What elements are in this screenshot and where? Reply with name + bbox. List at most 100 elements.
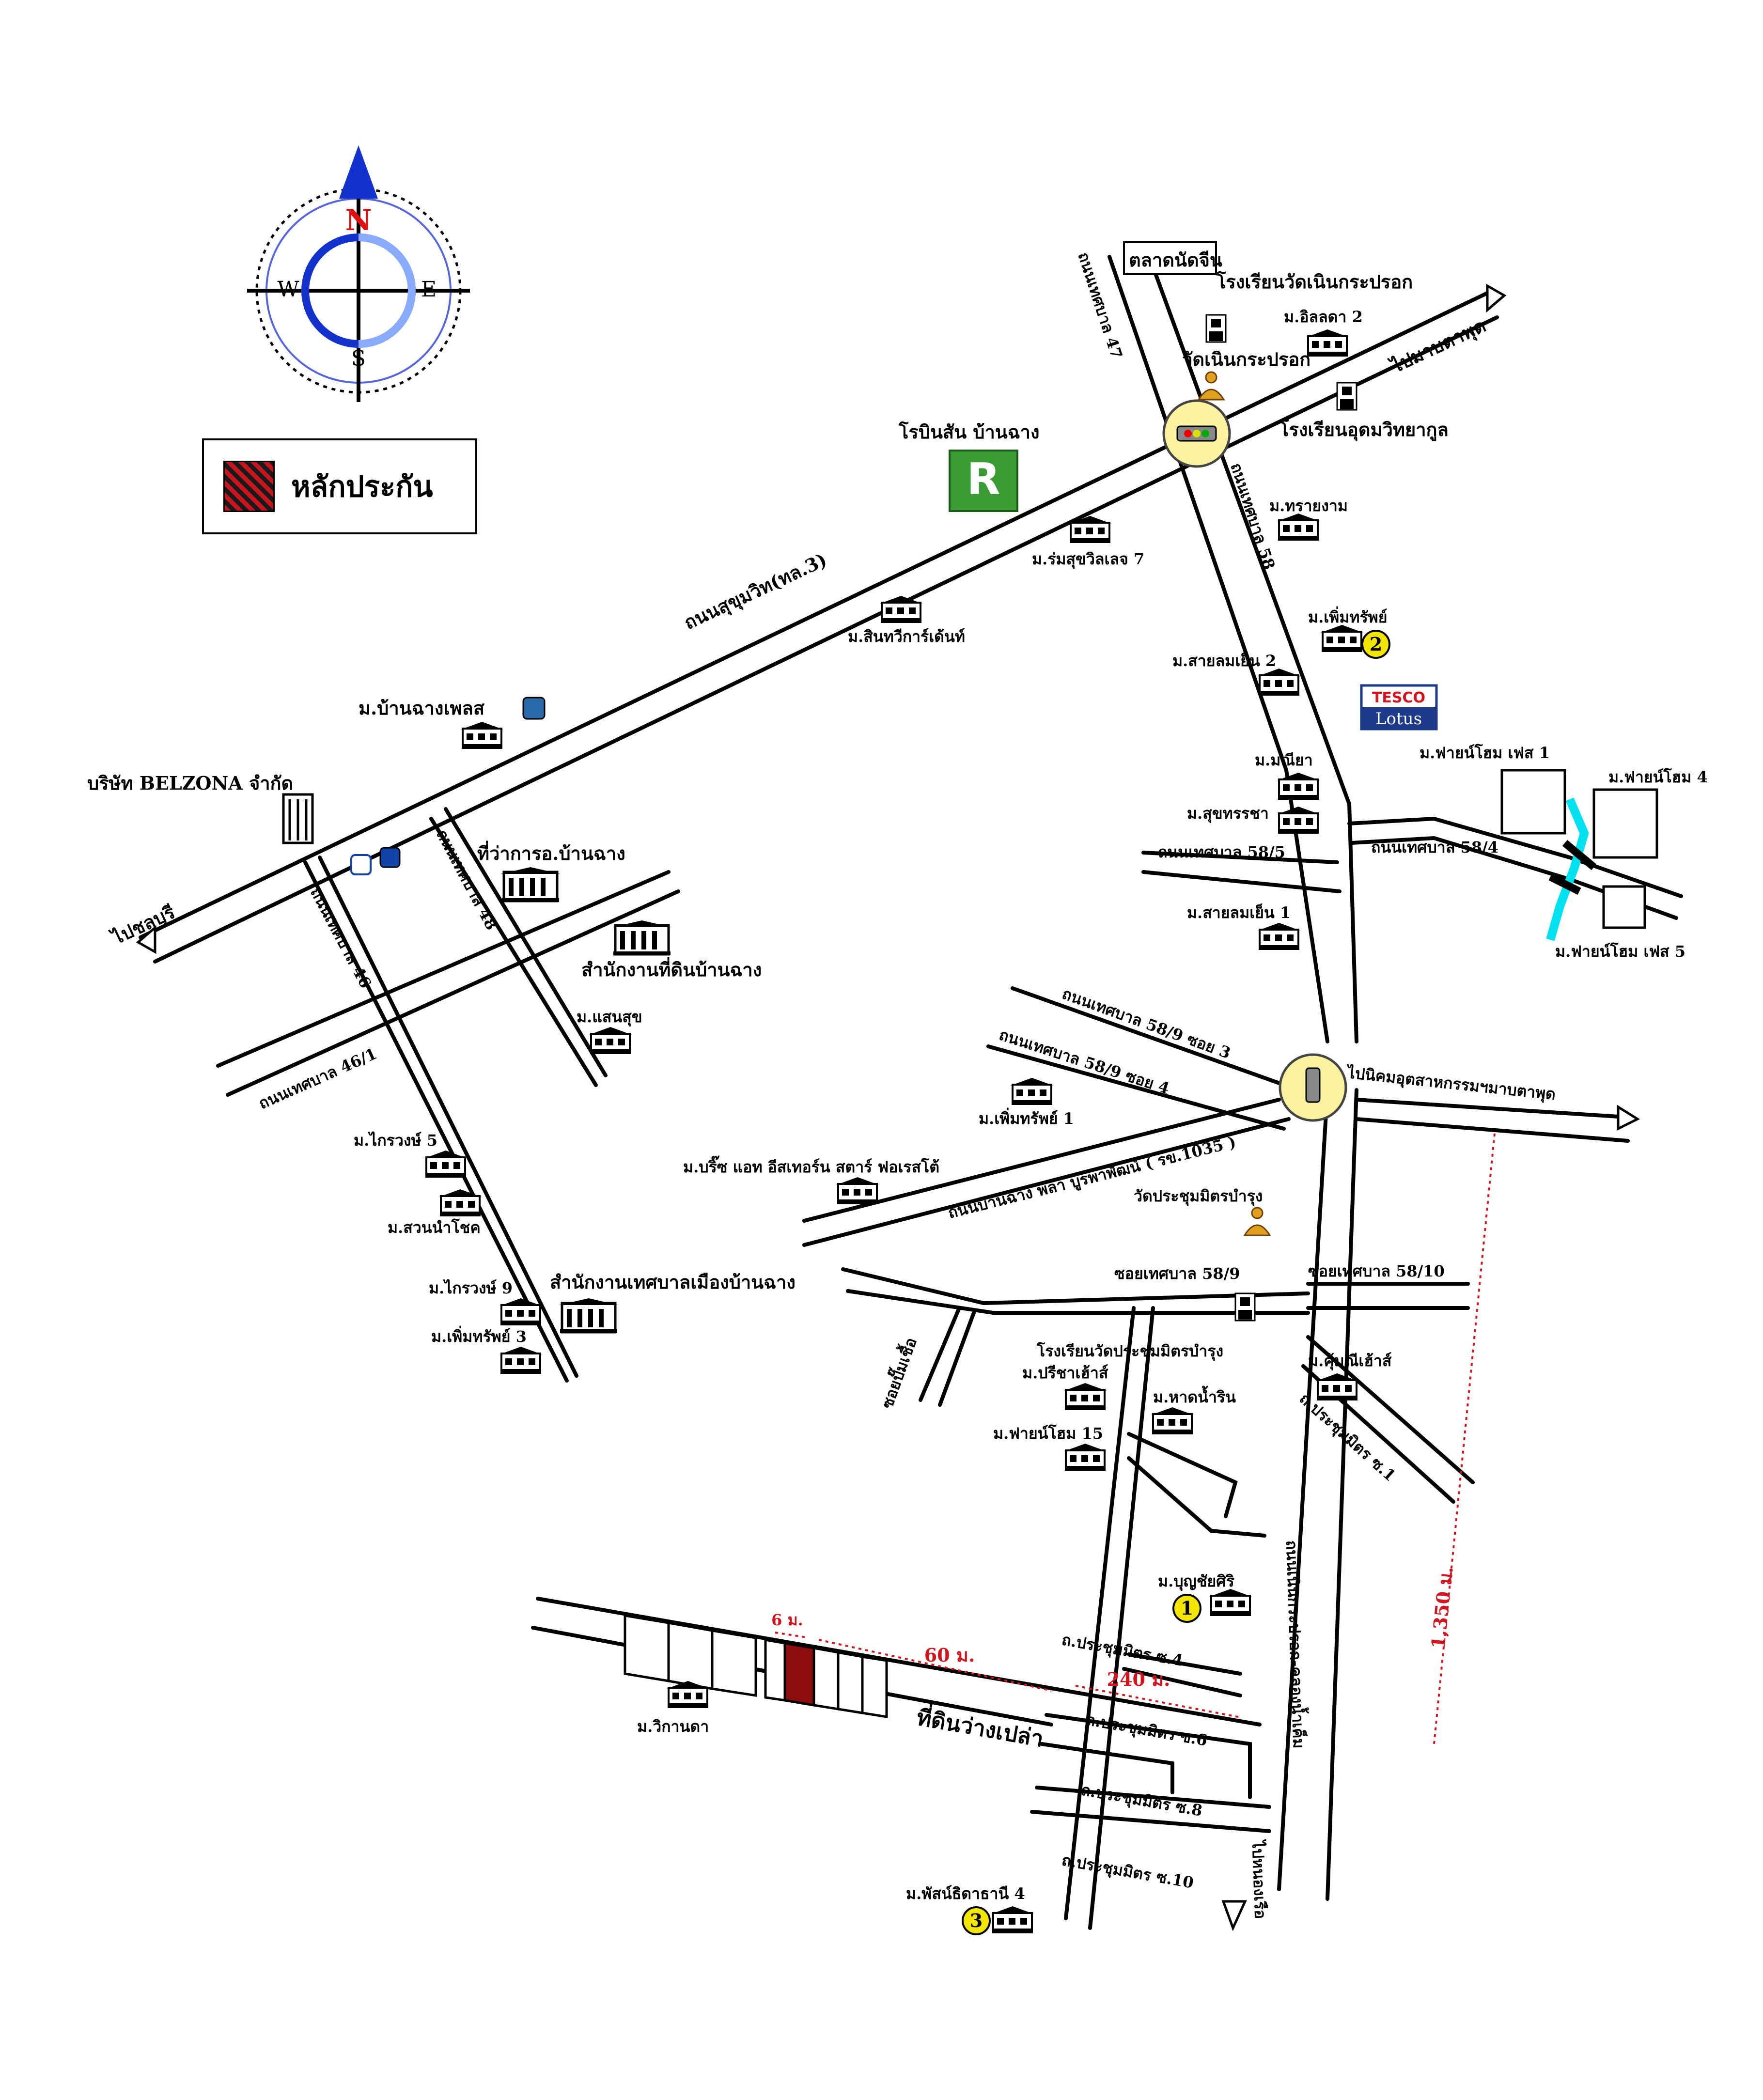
- label-road-prachum8: ถ.ประชุมมิตร ซ.8: [1079, 1780, 1203, 1820]
- label-m-suan: ม.สวนนำโชค: [388, 1218, 481, 1237]
- label-m-fine15: ม.ฟายน์โฮม 15: [993, 1424, 1103, 1443]
- bridge-lower: [1548, 873, 1581, 895]
- bank-icon: [522, 697, 546, 720]
- arrow-south: [1221, 1900, 1247, 1931]
- label-m-fine4: ม.ฟายน์โฮม 4: [1608, 768, 1708, 786]
- svg-text:3: 3: [970, 1910, 983, 1931]
- road-plaza-n: [802, 1098, 1281, 1223]
- belzona-tower-icon: [282, 793, 314, 844]
- compass-n: N: [345, 203, 372, 237]
- road-thetsaban58-b: [1347, 802, 1358, 1043]
- label-robinson: โรบินสัน บ้านฉาง: [898, 421, 1040, 443]
- arrow-chonburi: [136, 925, 156, 954]
- traffic-light-icon: [1305, 1067, 1321, 1103]
- label-m-sainam: ม.ทรายงาม: [1269, 497, 1348, 515]
- label-m-permsap1: ม.เพิ่มทรัพย์ 1: [979, 1107, 1074, 1128]
- label-road-soi-58-9: ซอยเทศบาล 58/9: [1114, 1264, 1240, 1283]
- label-road-58-5: ถนนเทศบาล 58/5: [1158, 843, 1285, 861]
- label-m-fine1: ม.ฟายน์โฮม เฟส 1: [1420, 744, 1550, 762]
- road-inner-r: [1088, 1306, 1155, 1930]
- label-m-krairuang5: ม.ไกรวงษ์ 5: [354, 1131, 437, 1150]
- lotus-label: Lotus: [1375, 709, 1422, 729]
- arrow-pattaya: [1486, 283, 1507, 313]
- marker-1: 1: [1172, 1594, 1201, 1623]
- label-road-prachum6: ถ.ประชุมมิตร ซ.6: [1084, 1710, 1208, 1750]
- label-road-58-4: ถนนเทศบาล 58/4: [1371, 838, 1498, 856]
- label-m-preecha: ม.ปรีชาเฮ้าส์: [1022, 1364, 1108, 1382]
- label-road-58-9-3: ถนนเทศบาล 58/9 ซอย 3: [1060, 984, 1233, 1062]
- road-58-5-b: [1141, 870, 1342, 893]
- label-distance-240: 240 ม.: [1107, 1668, 1170, 1690]
- road-58-4-n: [1347, 816, 1683, 898]
- label-road-noen: ถนนเนินกระปรอก-คลองน้ำเค็ม: [1282, 1540, 1311, 1749]
- label-m-boonchai: ม.บุญชัยศิริ: [1158, 1572, 1234, 1591]
- label-m-patthanee4: ม.พัสน์ธิดาธานี 4: [906, 1884, 1025, 1903]
- road-58-9-n: [841, 1267, 1310, 1306]
- label-school-udom: โรงเรียนอุดมวิทยากูล: [1279, 419, 1449, 441]
- label-road-prachum10: ถ.ประชุมมิตร ซ.10: [1060, 1851, 1195, 1893]
- label-m-sintree: ม.สินทวีการ์เด้นท์: [848, 627, 965, 646]
- arrow-industrial: [1617, 1104, 1640, 1131]
- road-58-9-3: [1011, 986, 1300, 1092]
- bank-icon: [379, 847, 401, 868]
- lot-fine4: [1592, 788, 1658, 859]
- label-school-prachum: โรงเรียนวัดประชุมมิตรบำรุง: [1036, 1342, 1223, 1361]
- label-m-kumnee: ม.คุ้มณีเฮ้าส์: [1308, 1352, 1392, 1371]
- road-thetsaban47: [1108, 255, 1288, 772]
- road-hat-b: [1127, 1456, 1266, 1538]
- label-road-soi-pump: ซอยปั๊มเชื้อ: [875, 1334, 921, 1411]
- label-wat-prachum: วัดประชุมมิตรบำรุง: [1134, 1187, 1263, 1206]
- road-58-9-s: [846, 1289, 1310, 1315]
- label-belzona: บริษัท BELZONA จำกัด: [87, 772, 293, 794]
- road-noen-l: [1277, 1088, 1329, 1891]
- road-soi-pump-b: [938, 1311, 976, 1407]
- road-46-l: [303, 860, 569, 1383]
- road-46: [318, 856, 578, 1378]
- svg-text:2: 2: [1370, 633, 1382, 655]
- road-s4-b: [1122, 1667, 1242, 1697]
- label-vacant-land: ที่ดินว่างเปล่า: [915, 1702, 1046, 1752]
- label-m-sailom1: ม.สายลมเย็น 1: [1187, 903, 1291, 922]
- distance-lines: [775, 1133, 1496, 1744]
- label-road-47: ถนนเทศบาล 47: [1074, 250, 1126, 361]
- road-plaza-s: [802, 1117, 1291, 1247]
- label-distance-6: 6 ม.: [771, 1611, 803, 1629]
- label-m-baanchang-place: ม.บ้านฉางเพลส: [359, 697, 485, 719]
- legend-label: หลักประกัน: [291, 469, 433, 504]
- road-s6: [1045, 1713, 1252, 1799]
- bridge-upper: [1562, 840, 1597, 871]
- lot-fine5: [1602, 885, 1646, 929]
- road-s4: [1127, 1652, 1242, 1676]
- label-market: ตลาดนัดจีน: [1129, 249, 1222, 271]
- road-thetsaban58-r: [1144, 245, 1351, 806]
- label-to-pattaya: ไปมาบตาพุด: [1386, 314, 1489, 379]
- road-46-1-s: [226, 889, 680, 1097]
- road-46-1-n: [216, 870, 671, 1068]
- road-industrial-s: [1355, 1117, 1630, 1143]
- compass-w: W: [277, 277, 299, 302]
- lot-fine1: [1500, 769, 1566, 835]
- label-m-suksan: ม.สุขทรรชา: [1187, 804, 1269, 824]
- collateral-plot: [783, 1642, 815, 1707]
- road-sukhumvit-south: [153, 315, 1499, 964]
- tesco-label: TESCO: [1372, 689, 1425, 706]
- label-municipal: สำนักงานเทศบาลเมืองบ้านฉาง: [550, 1271, 796, 1293]
- road-s8: [1035, 1786, 1271, 1809]
- label-to-south: ไปหนองเรือ: [1248, 1839, 1270, 1919]
- road-s8-b: [1030, 1810, 1271, 1833]
- label-road-sukhumvit: ถนนสุขุมวิท(ทล.3): [681, 548, 830, 635]
- label-m-bridge: ม.บริ๊ซ แอท อีสเทอร์น สตาร์ ฟอเรสโต้: [683, 1155, 939, 1176]
- label-land-office: สำนักงานที่ดินบ้านฉาง: [581, 957, 762, 980]
- road-noen-r: [1326, 1088, 1358, 1901]
- label-wat-noen: วัดเนินกระปรอก: [1182, 348, 1311, 370]
- svg-text:R: R: [967, 454, 1000, 505]
- robinson-logo-icon: [949, 450, 1018, 512]
- marker-2: 2: [1361, 630, 1390, 659]
- label-m-permsap: ม.เพิ่มทรัพย์: [1308, 606, 1387, 626]
- label-m-krairuang9: ม.ไกรวงษ์ 9: [429, 1279, 513, 1297]
- label-m-manee: ม.มณียา: [1255, 751, 1313, 769]
- road-58-5: [1141, 851, 1339, 864]
- label-district-office: ที่ว่าการอ.บ้านฉาง: [477, 840, 625, 864]
- river: [1546, 797, 1589, 941]
- compass-e: E: [421, 277, 437, 302]
